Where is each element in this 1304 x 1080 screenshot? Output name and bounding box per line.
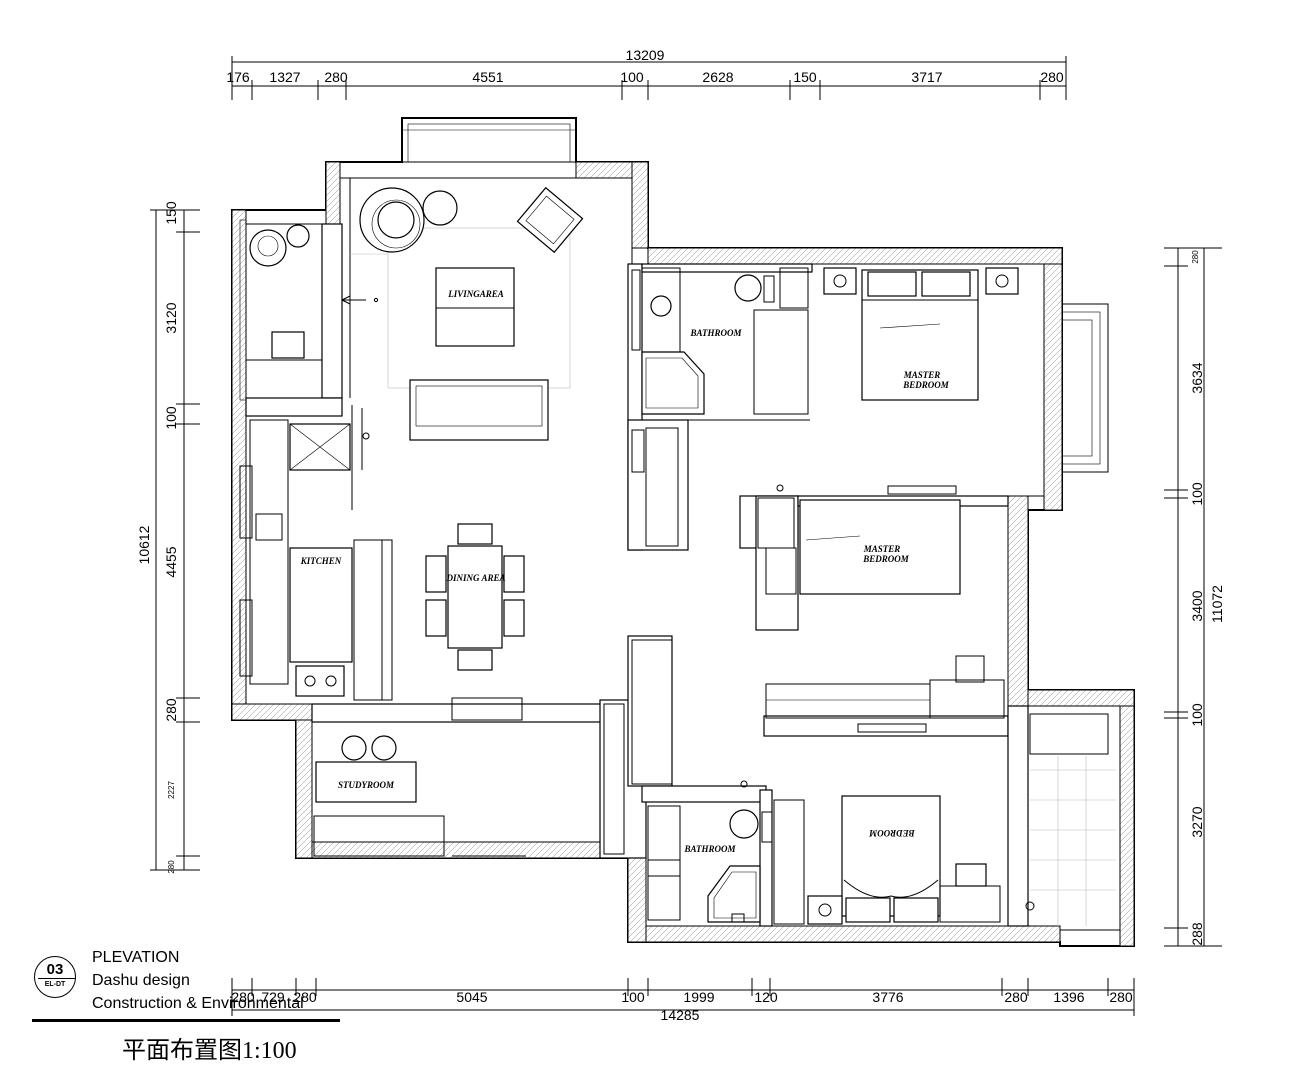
- bottom-dim-8: 3776: [872, 989, 903, 1005]
- top-dim-6: 2628: [702, 69, 733, 85]
- drawing-number: 03: [46, 961, 64, 978]
- right-total-dim: 11072: [1209, 585, 1225, 623]
- studyroom: STUDYROOM: [313, 697, 526, 857]
- title-rule: [32, 1019, 340, 1022]
- bottom-dim-11: 280: [1109, 989, 1133, 1005]
- room-label-study: STUDYROOM: [338, 780, 395, 790]
- title-line-2: Dashu design: [92, 972, 190, 989]
- room-label-bath-upper: BATHROOM: [689, 328, 742, 338]
- room-label-living: LIVINGAREA: [447, 289, 504, 299]
- corridor-cabinets: [603, 427, 795, 855]
- room-label-master1-line2: BEDROOM: [902, 380, 950, 390]
- bathroom-lower: BATHROOM: [647, 805, 773, 923]
- left-dimension-chain: 10612 150 3120 100 4455 280 2227 280: [136, 201, 200, 874]
- bay-window-right: [1061, 303, 1109, 473]
- left-dim-2: 3120: [163, 302, 179, 333]
- top-dimension-chain: 13209 176 1327 280 4551 100 2628 150 371…: [226, 47, 1067, 100]
- right-dim-4: 3400: [1189, 590, 1205, 621]
- room-label-dining: DINING AREA: [446, 573, 506, 583]
- top-dim-5: 100: [620, 69, 644, 85]
- bottom-dim-6: 1999: [683, 989, 714, 1005]
- bay-window-top: [401, 117, 577, 163]
- drawing-reference: EL-DT: [44, 981, 66, 988]
- right-dim-6: 3270: [1189, 806, 1205, 837]
- top-dim-3: 280: [324, 69, 348, 85]
- exterior-walls: [231, 117, 1135, 947]
- top-dim-9: 280: [1040, 69, 1064, 85]
- plan-scale-title: 平面布置图1:100: [122, 1038, 297, 1064]
- master-bedroom-1: MASTER BEDROOM: [779, 267, 1019, 495]
- left-dim-4: 4455: [163, 546, 179, 577]
- right-dim-2: 3634: [1189, 362, 1205, 393]
- bottom-dimension-chain: 280 729 280 5045 100 1999 120 3776 280 1…: [231, 978, 1135, 1023]
- bedroom: BEDROOM: [773, 795, 1001, 925]
- bottom-total-dim: 14285: [661, 1007, 700, 1023]
- left-dim-1: 150: [163, 201, 179, 225]
- bottom-dim-7: 120: [754, 989, 778, 1005]
- room-label-master2-line2: BEDROOM: [862, 554, 910, 564]
- bottom-dim-2: 729: [261, 989, 285, 1005]
- top-dim-1: 176: [226, 69, 250, 85]
- left-total-dim: 10612: [136, 525, 152, 564]
- room-label-bath-lower: BATHROOM: [683, 844, 736, 854]
- top-dim-2: 1327: [269, 69, 300, 85]
- bottom-dim-10: 1396: [1053, 989, 1084, 1005]
- top-total-dim: 13209: [626, 47, 665, 63]
- left-dim-3: 100: [163, 406, 179, 430]
- room-label-kitchen: KITCHEN: [300, 556, 342, 566]
- room-label-master2-line1: MASTER: [863, 544, 901, 554]
- living-area: LIVINGAREA: [341, 186, 584, 441]
- bottom-dim-9: 280: [1004, 989, 1028, 1005]
- bottom-dim-5: 100: [621, 989, 645, 1005]
- kitchen: KITCHEN: [239, 405, 393, 701]
- balcony-top-left: [239, 219, 322, 401]
- right-dimension-chain: 280 3634 100 3400 100 3270 288 11072: [1164, 247, 1225, 947]
- title-line-3: Construction & Environmental: [92, 995, 304, 1012]
- bubble-divider: [38, 978, 76, 979]
- right-dim-3: 100: [1189, 482, 1205, 506]
- left-dim-7: 280: [167, 860, 176, 874]
- bottom-dim-3: 280: [293, 989, 317, 1005]
- right-dim-1: 280: [1191, 250, 1200, 264]
- top-dim-4: 4551: [472, 69, 503, 85]
- title-line-1: PLEVATION: [92, 949, 180, 966]
- top-dim-7: 150: [793, 69, 817, 85]
- room-label-bedroom: BEDROOM: [868, 828, 916, 838]
- right-dim-7: 288: [1189, 922, 1205, 946]
- title-block: 03 EL-DT PLEVATION Dashu design Construc…: [32, 948, 352, 1078]
- bottom-dim-1: 280: [231, 989, 255, 1005]
- left-dim-5: 280: [163, 698, 179, 722]
- service-balcony: [1025, 713, 1116, 926]
- right-dim-5: 100: [1189, 703, 1205, 727]
- bottom-dim-4: 5045: [456, 989, 487, 1005]
- master-bedroom-2: MASTER BEDROOM: [765, 499, 1005, 733]
- left-dim-6: 2227: [167, 781, 176, 799]
- bathroom-upper: BATHROOM: [631, 267, 809, 415]
- dining-area: DINING AREA: [425, 523, 525, 671]
- drawing-number-bubble: 03 EL-DT: [34, 956, 76, 998]
- top-dim-8: 3717: [911, 69, 942, 85]
- room-label-master1-line1: MASTER: [903, 370, 941, 380]
